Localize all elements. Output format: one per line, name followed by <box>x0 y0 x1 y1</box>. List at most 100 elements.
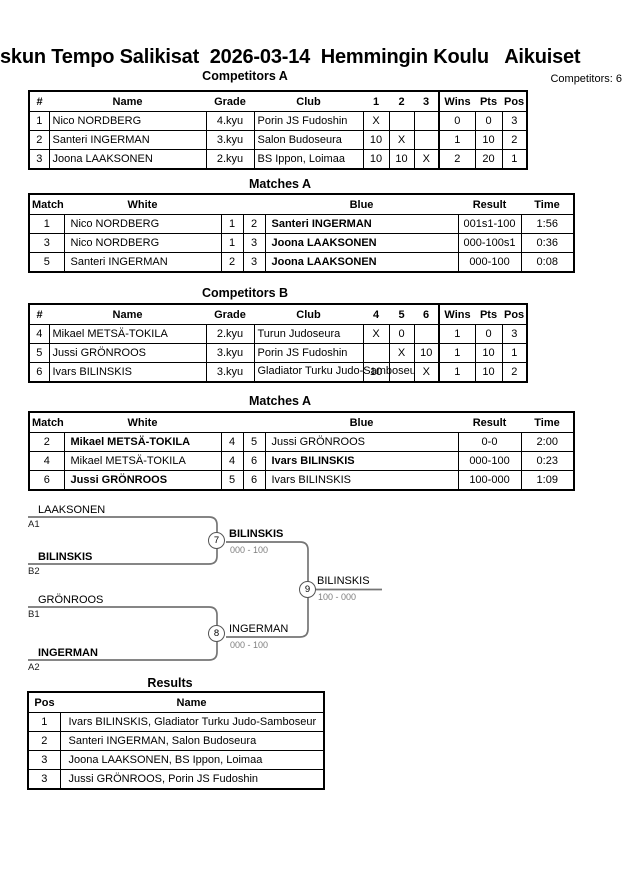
competitor-number: 4 <box>28 324 50 344</box>
bracket-match-7-winner: BILINSKIS <box>229 528 284 540</box>
wins-cell: 0 <box>438 111 476 131</box>
competitor-name: Santeri INGERMAN <box>48 130 207 150</box>
col-header-time: Time <box>521 194 574 215</box>
bracket-match-8-node: 8 <box>208 625 225 642</box>
col-header-name: Name <box>60 692 324 713</box>
col-header-5: 5 <box>389 304 414 325</box>
competitor-name: Joona LAAKSONEN <box>48 149 207 170</box>
match-number: 3 <box>28 233 65 253</box>
col-header-pos: Pos <box>28 692 60 713</box>
position-cell: 1 <box>501 343 528 363</box>
table-header-row: Match White Blue Result Time <box>29 412 574 433</box>
competitor-name: Nico NORDBERG <box>48 111 207 131</box>
blue-number: 2 <box>242 214 266 234</box>
col-header-result: Result <box>458 412 521 433</box>
grid-score-cell <box>413 111 440 131</box>
grid-score-cell: X <box>413 362 440 383</box>
position-cell: 2 <box>501 130 528 150</box>
competitor-club: Porin JS Fudoshin <box>253 343 364 363</box>
blue-competitor: Ivars BILINSKIS <box>264 451 459 471</box>
competitor-grade: 4.kyu <box>205 111 255 131</box>
grid-score-cell <box>413 324 440 344</box>
white-number: 4 <box>220 451 244 471</box>
match-number: 6 <box>28 470 65 491</box>
match-result: 000-100 <box>457 451 522 471</box>
white-number: 2 <box>220 252 244 273</box>
competitor-grade: 3.kyu <box>205 362 255 383</box>
grid-score-cell <box>362 343 390 363</box>
grid-score-cell: 10 <box>388 149 415 170</box>
bracket-match-8-score: 000 - 100 <box>230 640 269 650</box>
competitors-count: Competitors: 6 <box>550 73 622 85</box>
match-number: 2 <box>28 432 65 452</box>
competitor-club: BS Ippon, Loimaa <box>253 149 364 170</box>
grid-score-cell: X <box>388 130 415 150</box>
position-cell: 3 <box>501 111 528 131</box>
white-competitor: Santeri INGERMAN <box>63 252 222 273</box>
col-header-grade: Grade <box>206 91 254 112</box>
white-number: 1 <box>220 233 244 253</box>
bracket-match-7-score: 000 - 100 <box>230 545 269 555</box>
col-header-club: Club <box>254 91 363 112</box>
final-position: 2 <box>27 731 61 751</box>
wins-cell: 1 <box>438 324 476 344</box>
col-header-blue: Blue <box>265 194 458 215</box>
col-header-pos: Pos <box>502 91 527 112</box>
competitor-club: Porin JS Fudoshin <box>253 111 364 131</box>
wins-cell: 1 <box>438 362 476 383</box>
grid-score-cell: X <box>413 149 440 170</box>
grid-score-cell: 0 <box>388 324 415 344</box>
bracket-entry-a2: INGERMAN <box>38 647 98 659</box>
match-time: 0:08 <box>520 252 575 273</box>
bracket-match-8-winner: INGERMAN <box>229 623 289 635</box>
section-title-competitors-a: Competitors A <box>202 69 288 83</box>
final-competitor: Jussi GRÖNROOS, Porin JS Fudoshin <box>59 769 325 790</box>
competitor-number: 1 <box>28 111 50 131</box>
bracket-match-7-node: 7 <box>208 532 225 549</box>
position-cell: 1 <box>501 149 528 170</box>
competitor-grade: 3.kyu <box>205 130 255 150</box>
match-result: 000-100s1 <box>457 233 522 253</box>
competitor-number: 3 <box>28 149 50 170</box>
section-title-matches-a1: Matches A <box>248 177 312 191</box>
grid-score-cell: 10 <box>362 149 390 170</box>
blue-number: 5 <box>242 432 266 452</box>
competitor-grade: 2.kyu <box>205 324 255 344</box>
final-position: 3 <box>27 750 61 770</box>
col-header-3: 3 <box>414 91 439 112</box>
table-header-row: Match White Blue Result Time <box>29 194 574 215</box>
competitor-name: Mikael METSÄ-TOKILA <box>48 324 207 344</box>
col-header-name: Name <box>49 304 206 325</box>
competitor-name: Jussi GRÖNROOS <box>48 343 207 363</box>
position-cell: 2 <box>501 362 528 383</box>
competitor-number: 5 <box>28 343 50 363</box>
col-header-time: Time <box>521 412 574 433</box>
blue-number: 3 <box>242 252 266 273</box>
white-competitor: Nico NORDBERG <box>63 233 222 253</box>
grid-score-cell <box>413 130 440 150</box>
col-header-club: Club <box>254 304 363 325</box>
match-time: 1:56 <box>520 214 575 234</box>
final-position: 1 <box>27 712 61 732</box>
points-cell: 10 <box>474 362 503 383</box>
final-competitor: Ivars BILINSKIS, Gladiator Turku Judo-Sa… <box>59 712 325 732</box>
col-header-blue-num <box>243 412 265 433</box>
blue-competitor: Joona LAAKSONEN <box>264 233 459 253</box>
bracket-seed-b1: B1 <box>28 609 40 620</box>
col-header-white: White <box>64 194 221 215</box>
col-header-match: Match <box>29 194 64 215</box>
competitor-grade: 2.kyu <box>205 149 255 170</box>
match-result: 100-000 <box>457 470 522 491</box>
white-number: 4 <box>220 432 244 452</box>
